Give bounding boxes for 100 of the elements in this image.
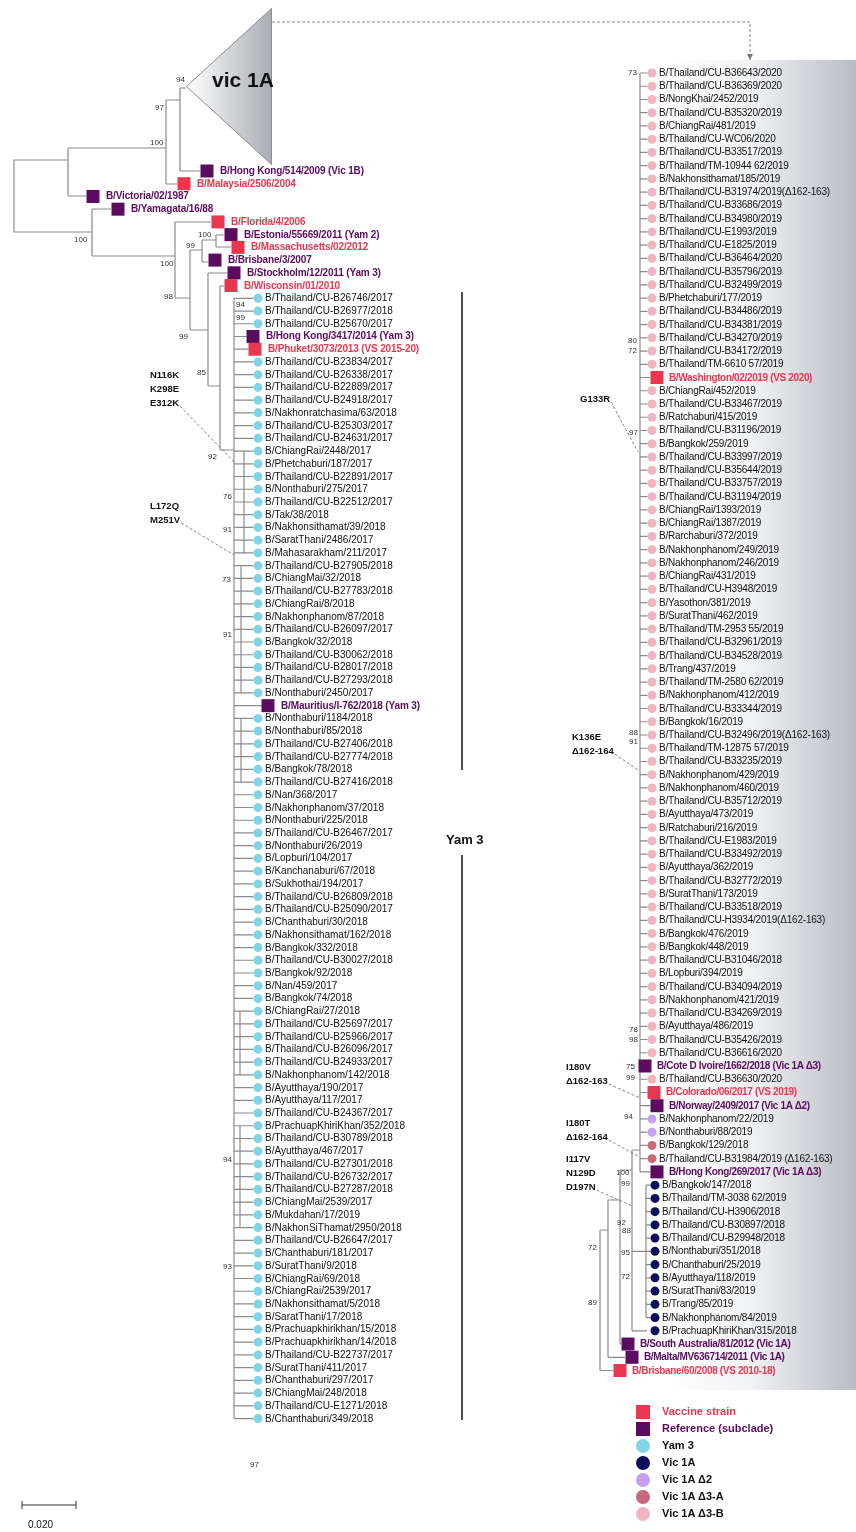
strain-label: B/Thailand/CU-B36630/2020: [659, 1073, 782, 1086]
strain-label: B/Nan/368/2017: [265, 788, 338, 801]
bootstrap-value: 80: [628, 336, 637, 345]
strain-label: B/Thailand/CU-B30027/2018: [265, 954, 393, 967]
strain-label: B/Thailand/CU-B27406/2018: [265, 737, 393, 750]
strain-label: B/Thailand/CU-B33492/2019: [659, 848, 782, 861]
strain-label: B/Bangkok/448/2019: [659, 940, 749, 953]
strain-label: B/ChiangMai/32/2018: [265, 572, 362, 585]
strain-label: B/Chanthaburi/297/2017: [265, 1374, 374, 1387]
strain-label: B/Bangkok/92/2018: [265, 967, 353, 979]
strain-label: B/Nonthaburi/351/2018: [662, 1245, 761, 1258]
strain-label: B/Thailand/CU-B34172/2019: [659, 345, 782, 358]
strain-label: B/Thailand/CU-B34381/2019: [659, 318, 782, 331]
legend-label: Reference (subclade): [662, 1422, 774, 1435]
strain-label: B/Nakhonsithamat/162/2018: [265, 928, 392, 941]
bootstrap-value: 98: [629, 1035, 638, 1044]
bootstrap-value: 73: [222, 575, 231, 584]
bootstrap-value: 99: [179, 332, 188, 341]
strain-label: B/Thailand/CU-B27301/2018: [265, 1157, 393, 1170]
strain-label: B/Nakhonphanom/460/2019: [659, 781, 779, 794]
mutation-label: G133R: [580, 392, 611, 406]
strain-label: B/Thailand/CU-B27783/2018: [265, 585, 393, 598]
strain-label: B/ChiangRai/431/2019: [659, 570, 756, 583]
strain-label: B/Victoria/02/1987: [106, 190, 189, 203]
strain-label: B/Thailand/CU-E1983/2019: [659, 834, 777, 847]
strain-label: B/PrachuapKhiriKhan/315/2018: [662, 1324, 797, 1337]
strain-label: B/Phetchaburi/177/2019: [659, 292, 762, 305]
bootstrap-value: 99: [236, 313, 245, 322]
leader-line: [610, 401, 639, 453]
legend-label: Yam 3: [662, 1439, 694, 1452]
strain-label: B/Prachuapkhirikhan/15/2018: [265, 1323, 397, 1336]
strain-label: B/Thailand/CU-B25697/2017: [265, 1017, 393, 1030]
strain-label: B/Mauritius/I-762/2018 (Yam 3): [281, 699, 420, 712]
strain-label: B/Thailand/CU-B27774/2018: [265, 750, 393, 763]
strain-label: B/Brisbane/3/2007: [228, 254, 312, 267]
strain-label: B/Bangkok/32/2018: [265, 636, 353, 648]
strain-label: B/Bangkok/147/2018: [662, 1179, 752, 1192]
strain-label: B/Thailand/CU-B35320/2019: [659, 106, 782, 119]
strain-label: B/Thailand/CU-B31196/2019: [659, 424, 782, 437]
bootstrap-value: 97: [155, 103, 164, 112]
strain-label: B/Thailand/CU-B26647/2017: [265, 1234, 393, 1247]
bootstrap-value: 100: [160, 259, 174, 268]
strain-label: B/Ayutthaya/118/2019: [662, 1271, 756, 1284]
bootstrap-value: 78: [629, 1025, 638, 1034]
strain-label: B/Thailand/CU-B26467/2017: [265, 826, 393, 839]
strain-label: B/Thailand/CU-B33518/2019: [659, 901, 782, 914]
strain-label: B/Chanthaburi/349/2018: [265, 1412, 374, 1425]
bootstrap-value: 94: [236, 300, 245, 309]
strain-label: B/Nonthaburi/225/2018: [265, 814, 368, 827]
strain-label: B/Thailand/CU-B35426/2019: [659, 1033, 782, 1046]
strain-label: B/Thailand/CU-B24933/2017: [265, 1056, 393, 1069]
strain-label: B/Bangkok/476/2019: [659, 927, 749, 940]
leader-line: [180, 522, 235, 556]
strain-label: B/Thailand/CU-H3906/2018: [662, 1205, 781, 1218]
leader-line: [596, 1189, 633, 1207]
strain-label: B/Wisconsin/01/2010: [244, 279, 340, 292]
strain-label: B/Thailand/CU-B31974/2019(Δ162-163): [659, 186, 830, 199]
strain-label: B/Thailand/CU-B26338/2017: [265, 368, 393, 381]
bootstrap-value: 92: [208, 452, 217, 461]
strain-label: B/Thailand/CU-B35644/2019: [659, 464, 782, 477]
strain-label: B/Nakhonphanom/249/2019: [659, 543, 779, 556]
strain-label: B/Washington/02/2019 (VS 2020): [669, 371, 813, 384]
strain-label: B/Phuket/3073/2013 (VS 2015-20): [268, 343, 419, 356]
strain-label: B/Thailand/CU-B31046/2018: [659, 954, 782, 967]
strain-label: B/ChiangRai/452/2019: [659, 384, 756, 397]
bootstrap-value: 94: [223, 1155, 232, 1164]
strain-label: B/Thailand/CU-WC06/2020: [659, 133, 776, 146]
leader-line: [179, 405, 235, 463]
strain-label: B/Ratchaburi/216/2019: [659, 821, 758, 834]
strain-label: B/ChiangRai/2539/2017: [265, 1285, 372, 1298]
strain-label: B/Mukdahan/17/2019: [265, 1208, 361, 1221]
bootstrap-value: 94: [624, 1112, 633, 1121]
strain-label: B/Nonthaburi/1184/2018: [265, 712, 373, 725]
strain-label: B/Thailand/CU-B27905/2018: [265, 559, 393, 572]
strain-label: B/ChiangRai/8/2018: [265, 597, 355, 610]
strain-label: B/Bangkok/74/2018: [265, 992, 353, 1005]
strain-label: B/ChiangRai/2448/2017: [265, 445, 372, 458]
mutation-label: K136E Δ162-164: [572, 730, 614, 758]
bootstrap-value: 85: [197, 368, 206, 377]
mutation-label: I117V N129D D197N: [566, 1152, 596, 1194]
strain-label: B/Thailand/CU-B34980/2019: [659, 212, 782, 225]
bootstrap-value: 88: [629, 728, 638, 737]
strain-label: B/Estonia/55669/2011 (Yam 2): [244, 228, 380, 241]
strain-label: B/Nakhonphanom/429/2019: [659, 768, 779, 781]
bootstrap-value: 72: [588, 1243, 597, 1252]
strain-label: B/Thailand/CU-B29948/2018: [662, 1232, 785, 1245]
strain-label: B/Kanchanaburi/67/2018: [265, 865, 376, 878]
strain-label: B/Thailand/CU-B33467/2019: [659, 398, 782, 410]
strain-label: B/NakhonSiThamat/2950/2018: [265, 1221, 402, 1234]
strain-label: B/Thailand/CU-B25090/2017: [265, 903, 393, 916]
leader-line: [614, 753, 639, 771]
strain-label: B/Stockholm/12/2011 (Yam 3): [247, 266, 381, 279]
strain-label: B/Yamagata/16/88: [131, 203, 214, 216]
strain-label: B/Thailand/CU-B33344/2019: [659, 702, 782, 715]
strain-label: B/Thailand/CU-B26732/2017: [265, 1170, 393, 1183]
bootstrap-value: 92: [617, 1218, 626, 1227]
strain-label: B/Thailand/CU-B33757/2019: [659, 477, 782, 490]
mutation-label: I180V Δ162-163: [566, 1060, 608, 1088]
strain-label: B/SuratThani/9/2018: [265, 1259, 357, 1272]
scale-value: 0.020: [28, 1519, 54, 1531]
